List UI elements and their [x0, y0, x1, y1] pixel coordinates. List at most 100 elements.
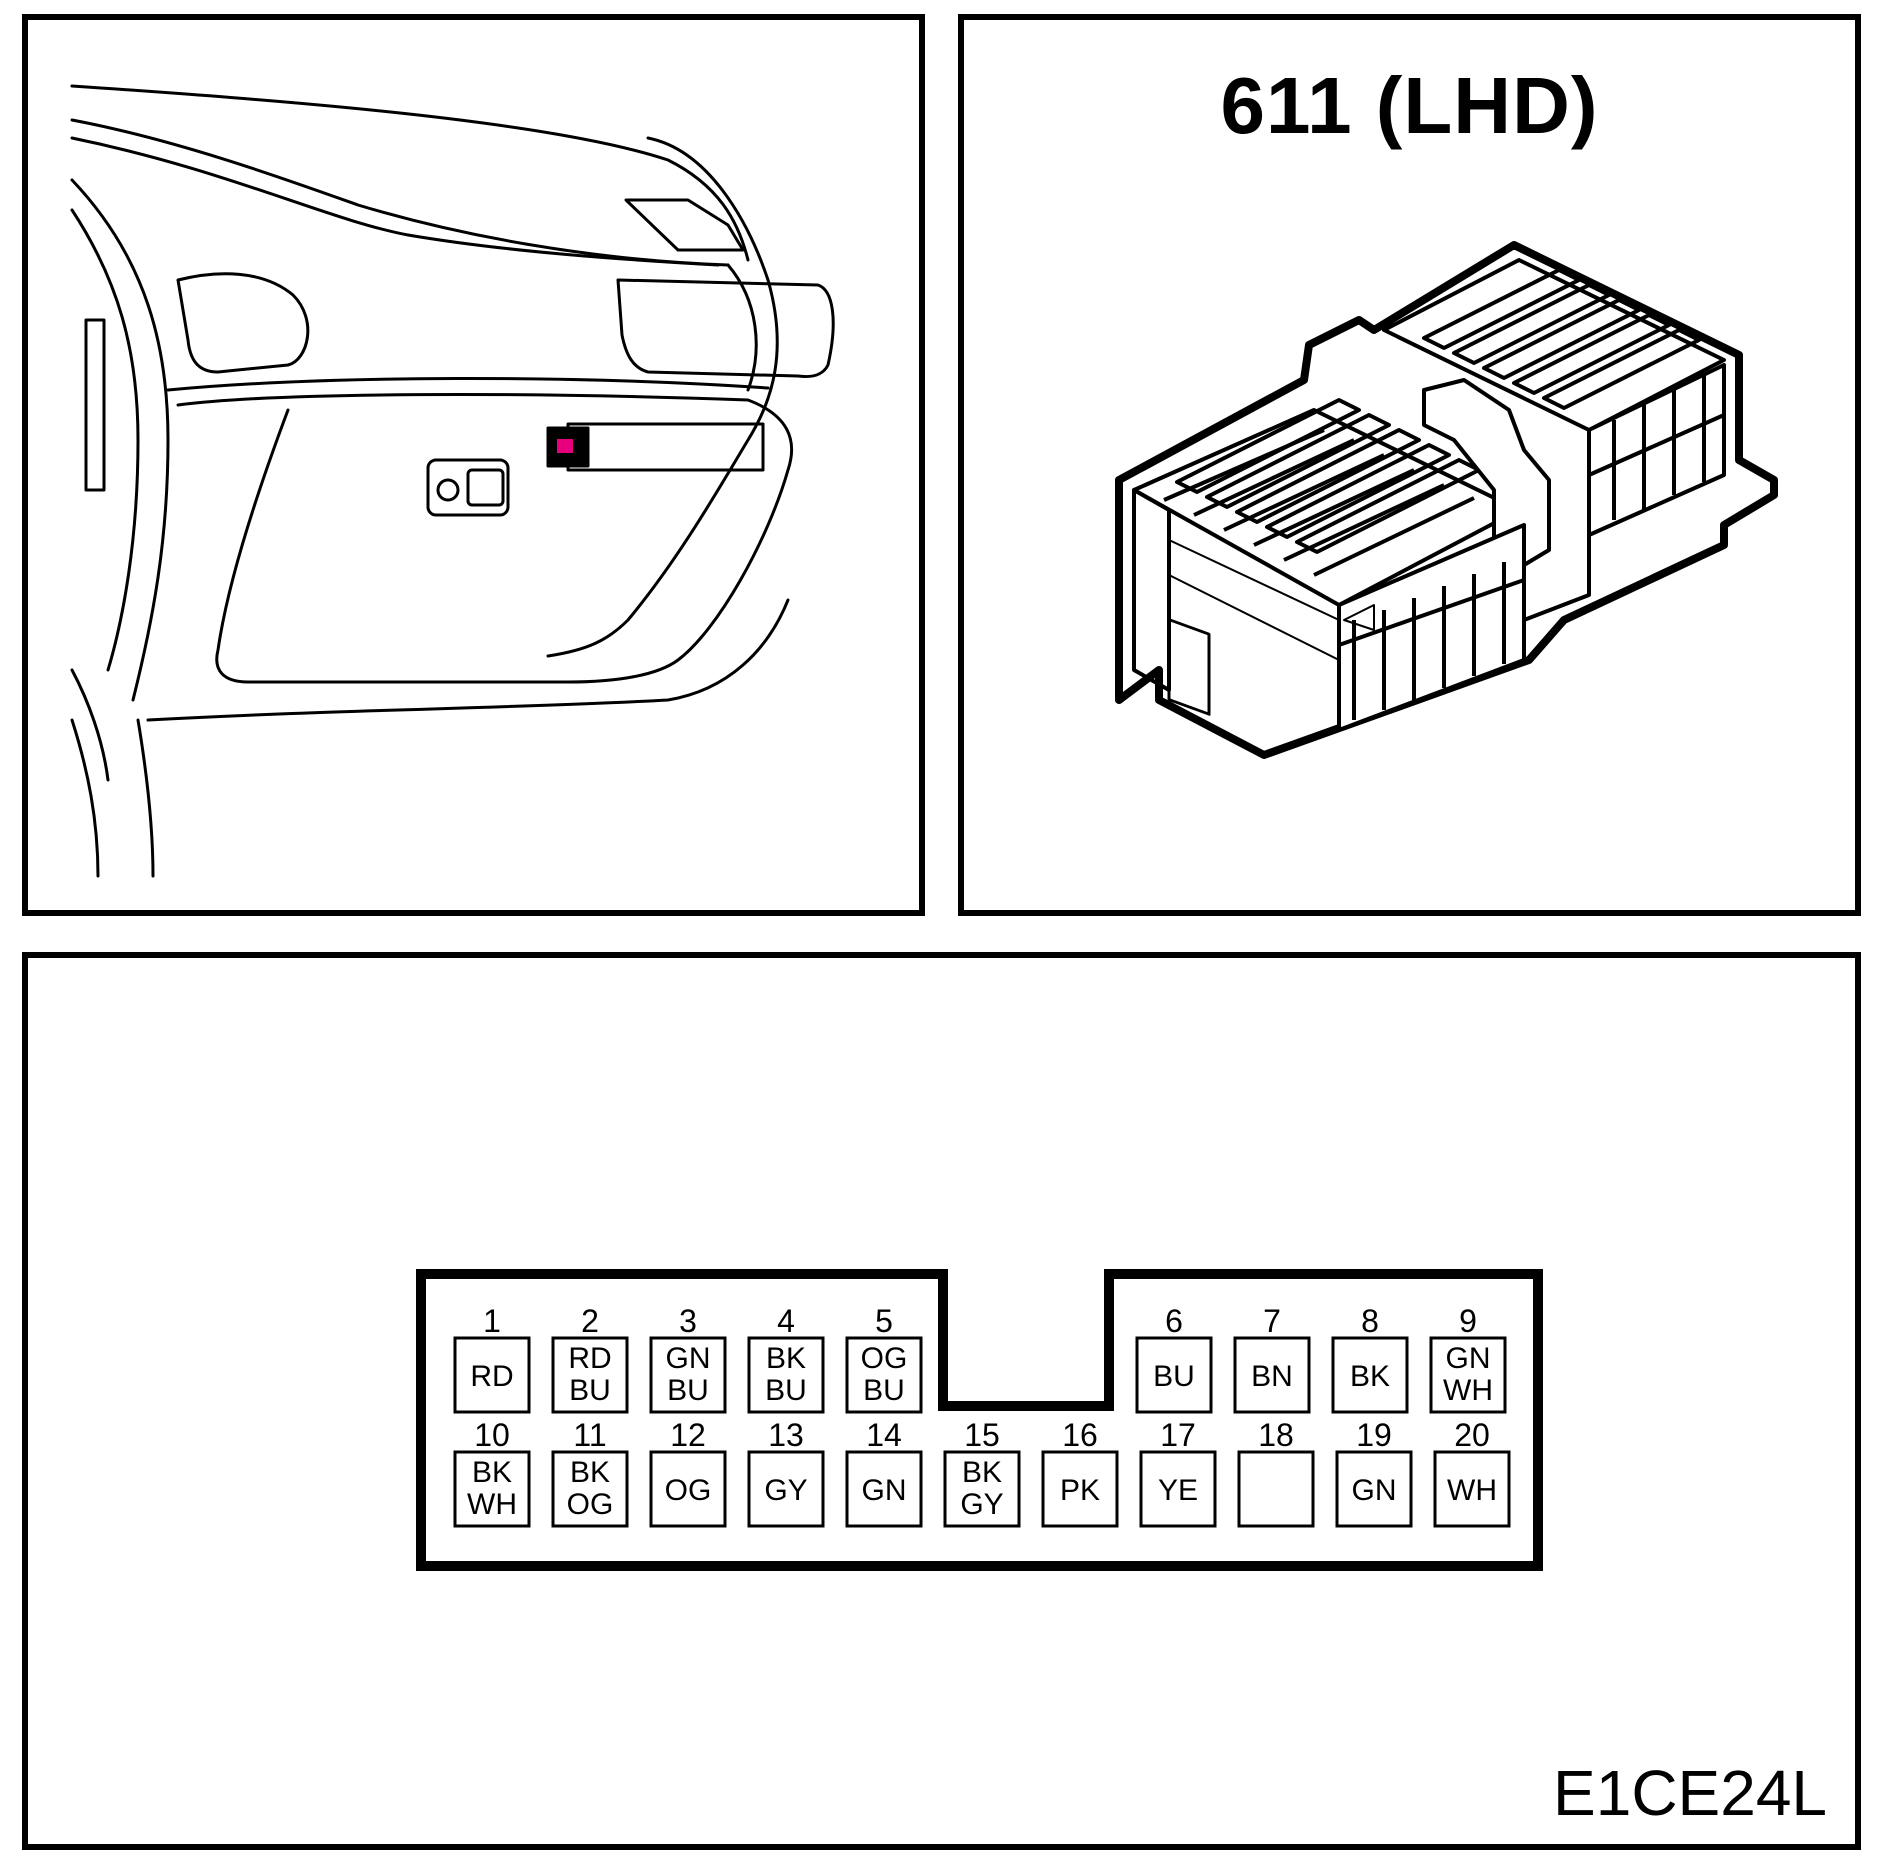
pin-wire-color: PK — [1060, 1474, 1100, 1507]
pin-cavity — [1237, 1450, 1315, 1528]
location-panel — [22, 14, 925, 916]
pin-cavity — [453, 1336, 531, 1414]
pin-cavity — [551, 1450, 629, 1528]
a-pillar — [70, 208, 140, 672]
pin-number: 16 — [1062, 1417, 1098, 1453]
housing-outline — [1115, 241, 1778, 759]
pin-number: 11 — [573, 1417, 606, 1453]
pin-wire-color: YE — [1158, 1474, 1198, 1507]
pin-number: 7 — [1263, 1303, 1281, 1339]
pin-wire-color: BU — [765, 1374, 807, 1407]
pin-wire-color: GN — [1352, 1474, 1397, 1507]
dash-top-edge — [70, 84, 750, 262]
pin-wire-color: BK — [570, 1456, 610, 1489]
pin-cavity — [1041, 1450, 1119, 1528]
pin-wire-color: WH — [1443, 1374, 1493, 1407]
pin-wire-color: GY — [764, 1474, 807, 1507]
dash-upper-line — [70, 118, 730, 267]
pin-wire-color: BK — [766, 1342, 806, 1375]
pin-number: 9 — [1459, 1303, 1477, 1339]
pin-18: 18 — [1237, 1417, 1315, 1528]
pin-1: 1RD — [453, 1303, 531, 1414]
pin-number: 6 — [1165, 1303, 1183, 1339]
pin-wire-color: BN — [1251, 1360, 1293, 1393]
pin-number: 8 — [1361, 1303, 1379, 1339]
pin-wire-color: OG — [567, 1488, 614, 1521]
pin-wire-color: OG — [861, 1342, 908, 1375]
pin-wire-color: GN — [1446, 1342, 1491, 1375]
pin-number: 19 — [1356, 1417, 1392, 1453]
pin-number: 4 — [777, 1303, 795, 1339]
pin-cavity — [649, 1450, 727, 1528]
pin-number: 15 — [964, 1417, 1000, 1453]
left-vent — [176, 272, 310, 374]
pin-wire-color: WH — [1447, 1474, 1497, 1507]
pin-number: 13 — [768, 1417, 804, 1453]
pin-wire-color: RD — [470, 1360, 513, 1393]
connector-3d-illustration — [1115, 241, 1778, 759]
latch — [1422, 378, 1551, 567]
pin-cavity — [747, 1450, 825, 1528]
connector-marker-plug — [546, 426, 590, 468]
connector-view-panel: 611 (LHD) — [958, 14, 1861, 916]
pin-cavity — [1331, 1336, 1409, 1414]
pin-wire-color: GN — [862, 1474, 907, 1507]
right-vent — [624, 198, 745, 252]
pinout-diagram: 1RD2RDBU3GNBU4BKBU5OGBU6BU7BN8BK9GNWH10B… — [416, 1269, 1543, 1571]
pin-cavity — [551, 1336, 629, 1414]
pin-7: 7BN — [1233, 1303, 1311, 1414]
pin-number: 2 — [581, 1303, 599, 1339]
pin-number: 18 — [1258, 1417, 1294, 1453]
pin-wire-color: GN — [666, 1342, 711, 1375]
pin-wire-color: RD — [568, 1342, 611, 1375]
pin-cavity — [943, 1450, 1021, 1528]
pin-cavity — [845, 1450, 923, 1528]
rear-block-top — [1382, 258, 1726, 432]
dash-contour — [70, 136, 720, 267]
pin-cavity — [649, 1336, 727, 1414]
pin-cavity — [1139, 1450, 1217, 1528]
pin-cavity — [845, 1336, 923, 1414]
pin-cavity — [1433, 1450, 1511, 1528]
side-slot — [84, 318, 106, 492]
pin-wire-color: GY — [960, 1488, 1003, 1521]
pin-number: 10 — [474, 1417, 510, 1453]
pin-cavity — [1233, 1336, 1311, 1414]
pin-number: 14 — [866, 1417, 902, 1453]
pin-number: 1 — [483, 1303, 501, 1339]
drawing-code: E1CE24L — [1553, 1757, 1827, 1829]
pin-wire-color: BK — [1350, 1360, 1390, 1393]
center-vent — [616, 278, 835, 379]
pin-8: 8BK — [1331, 1303, 1409, 1414]
connector-location-dot — [557, 439, 573, 453]
pin-wire-color: BU — [569, 1374, 611, 1407]
pin-wire-color: WH — [467, 1488, 517, 1521]
pin-number: 20 — [1454, 1417, 1490, 1453]
pin-wire-color: BU — [667, 1374, 709, 1407]
pin-wire-color: BU — [1153, 1360, 1195, 1393]
pin-wire-color: BK — [472, 1456, 512, 1489]
pin-cavity — [453, 1450, 531, 1528]
pin-number: 5 — [875, 1303, 893, 1339]
pin-number: 3 — [679, 1303, 697, 1339]
pin-cavity — [747, 1336, 825, 1414]
pin-wire-color: OG — [665, 1474, 712, 1507]
glovebox — [176, 393, 794, 684]
pin-cavity — [1335, 1450, 1413, 1528]
pin-cavity — [1429, 1336, 1507, 1414]
side-tab — [1167, 618, 1211, 716]
pin-cavity — [1135, 1336, 1213, 1414]
pins-group: 1RD2RDBU3GNBU4BKBU5OGBU6BU7BN8BK9GNWH10B… — [453, 1303, 1511, 1528]
